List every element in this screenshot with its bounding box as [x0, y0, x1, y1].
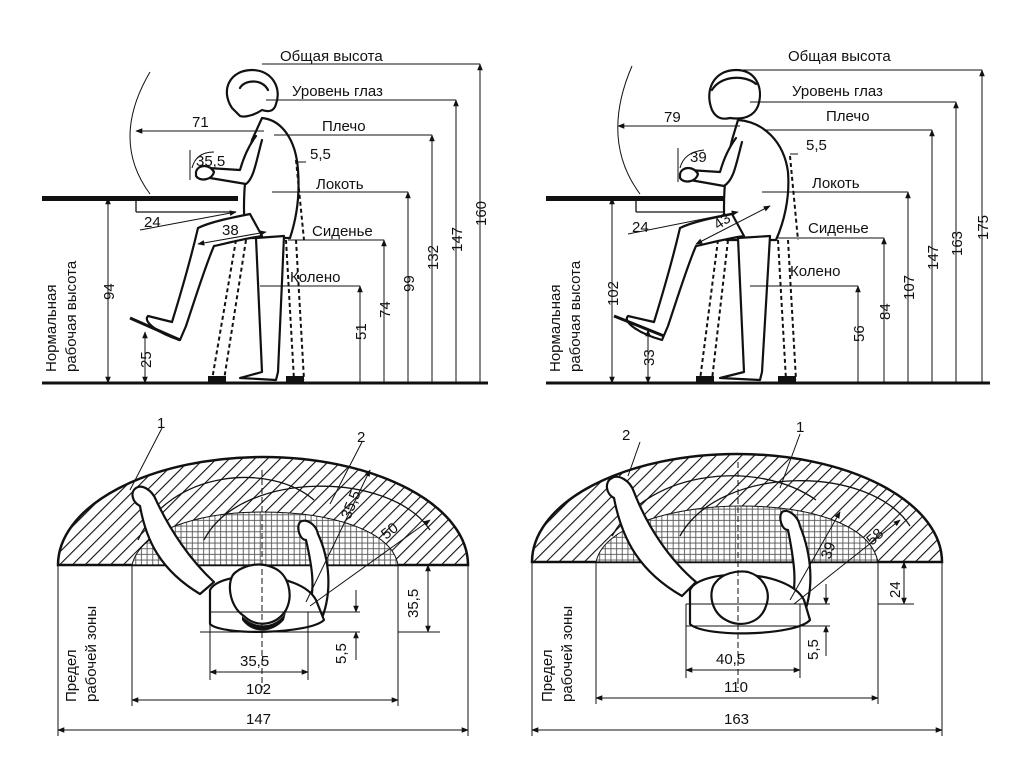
dim-knee: 51 [353, 323, 370, 340]
label-total-height: Общая высота [280, 48, 383, 65]
table-top [546, 196, 742, 201]
dim-elbow: 99 [401, 275, 418, 292]
dim-seat: 74 [377, 301, 394, 318]
dim-eye: 163 [949, 231, 966, 256]
marker-1: 1 [157, 415, 165, 432]
dim-total: 160 [473, 201, 490, 226]
label-eye-level: Уровень глаз [792, 83, 883, 100]
label-eye-level: Уровень глаз [292, 83, 383, 100]
dim-mid-width: 102 [246, 681, 271, 698]
dim-work-height: 102 [605, 281, 622, 306]
woman-top-view [131, 485, 330, 633]
dim-outer-width: 163 [724, 711, 749, 728]
dim-inner-width: 40,5 [716, 651, 745, 668]
dim-thigh: 43 [711, 210, 734, 233]
table-top [42, 196, 238, 201]
dim-arc-inner: 39 [818, 540, 840, 561]
dim-offset: 5,5 [333, 643, 350, 664]
dim-inner-width: 35,5 [240, 653, 269, 670]
dim-arc-outer: 50 [378, 519, 402, 543]
dim-shoulder: 147 [925, 245, 942, 270]
dim-work-height: 94 [101, 283, 118, 300]
dim-reach: 79 [664, 109, 681, 126]
dim-total: 175 [975, 215, 992, 240]
reach-arc [129, 71, 151, 195]
dim-footrest: 25 [138, 351, 155, 368]
dim-depth: 24 [887, 581, 904, 598]
woman-figure [129, 68, 305, 383]
dim-thigh: 38 [222, 222, 239, 239]
marker-2: 2 [357, 429, 365, 446]
label-work-height-2: рабочая высота [567, 260, 584, 372]
label-elbow: Локоть [812, 175, 860, 192]
dim-reach: 71 [192, 114, 209, 131]
dim-under-table: 24 [144, 214, 161, 231]
zone-label-1: Предел [63, 650, 80, 703]
dim-elbow-offset: 5,5 [806, 137, 827, 154]
marker-1: 1 [796, 419, 804, 436]
label-work-height-1: Нормальная [547, 285, 564, 373]
label-work-height-2: рабочая высота [63, 260, 80, 372]
dim-seat: 84 [877, 303, 894, 320]
label-elbow: Локоть [316, 176, 364, 193]
dim-forearm-angle: 39 [690, 149, 707, 166]
reach-arc [617, 65, 641, 195]
marker-2: 2 [622, 427, 630, 444]
left-plan-view: 1 2 35,5 50 35,5 5,5 35,5 102 147 Предел… [56, 415, 470, 736]
dim-elbow-offset: 5,5 [310, 146, 331, 163]
label-shoulder: Плечо [826, 108, 870, 125]
right-plan-view: 1 2 39 58 24 5,5 40,5 110 163 Предел раб… [530, 419, 944, 736]
dim-outer-width: 147 [246, 711, 271, 728]
label-knee: Колено [790, 263, 840, 280]
dim-footrest: 33 [641, 349, 658, 366]
label-shoulder: Плечо [322, 118, 366, 135]
zone-label-1: Предел [539, 650, 556, 703]
dim-offset: 5,5 [805, 639, 822, 660]
right-seated-figure: Общая высота Уровень глаз Плечо Локоть С… [546, 48, 992, 385]
left-seated-figure: Общая высота Уровень глаз Плечо Локоть С… [42, 48, 490, 385]
dim-under-table: 24 [632, 219, 649, 236]
dim-knee: 56 [851, 325, 868, 342]
label-knee: Колено [290, 269, 340, 286]
dim-eye: 147 [449, 227, 466, 252]
label-seat: Сиденье [312, 223, 373, 240]
zone-label-2: рабочей зоны [83, 606, 100, 702]
label-total-height: Общая высота [788, 48, 891, 65]
dim-elbow: 107 [901, 275, 918, 300]
label-work-height-1: Нормальная [43, 285, 60, 373]
label-seat: Сиденье [808, 220, 869, 237]
dim-mid-width: 110 [724, 679, 748, 696]
dim-depth: 35,5 [405, 589, 422, 618]
dim-shoulder: 132 [425, 245, 442, 270]
dim-forearm-angle: 35,5 [196, 153, 225, 170]
zone-label-2: рабочей зоны [559, 606, 576, 702]
